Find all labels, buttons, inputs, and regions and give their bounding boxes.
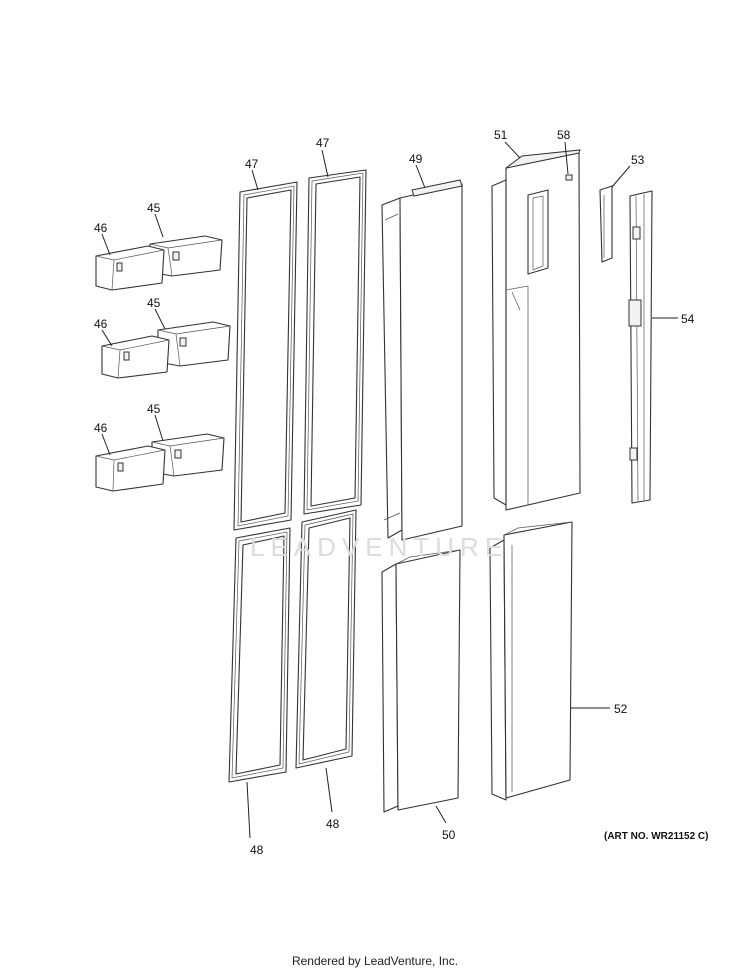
- trim-strip: [599, 185, 613, 263]
- label-45: 45: [147, 201, 161, 215]
- label-58: 58: [557, 128, 571, 142]
- label-45: 45: [147, 402, 161, 416]
- label-48: 48: [250, 843, 264, 857]
- label-46: 46: [94, 221, 108, 235]
- label-51: 51: [494, 128, 508, 142]
- footer-credit: Rendered by LeadVenture, Inc.: [291, 954, 459, 968]
- label-46: 46: [94, 317, 108, 331]
- leader-lines: [101, 141, 678, 839]
- door-gasket-lower-left: [228, 527, 291, 783]
- label-49: 49: [409, 152, 423, 166]
- door-gasket-upper-left: [233, 181, 298, 531]
- door-lower-left: [381, 549, 461, 813]
- door-gasket-lower-right: [295, 509, 357, 769]
- door-bin-pair-3: [95, 433, 225, 492]
- label-50: 50: [442, 828, 456, 842]
- hinge-rail: [628, 190, 653, 504]
- door-gasket-upper-right: [303, 169, 367, 515]
- art-number: (ART NO. WR21152 C): [604, 831, 708, 842]
- watermark: LEADVENTURE: [250, 532, 508, 562]
- door-upper-right: [491, 149, 581, 511]
- door-bin-pair-2: [101, 321, 231, 379]
- label-53: 53: [631, 153, 645, 167]
- label-52: 52: [614, 702, 628, 716]
- label-54: 54: [681, 312, 695, 326]
- label-47: 47: [316, 136, 330, 150]
- label-48: 48: [326, 817, 340, 831]
- door-upper-left: [381, 179, 463, 541]
- label-45: 45: [147, 296, 161, 310]
- door-bin-pair-1: [95, 235, 223, 291]
- door-lower-right: [489, 521, 573, 801]
- label-46: 46: [94, 421, 108, 435]
- label-47: 47: [245, 157, 259, 171]
